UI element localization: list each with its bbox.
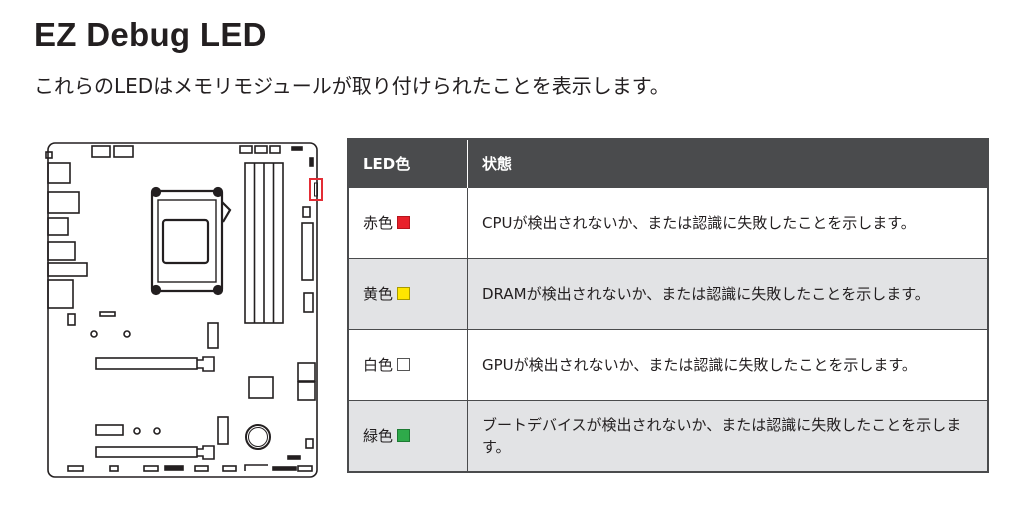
motherboard-diagram [45,142,323,478]
status-cell: GPUが検出されないか、または認識に失敗したことを示します。 [467,329,989,401]
page-subtitle: これらのLEDはメモリモジュールが取り付けられたことを表示します。 [34,74,670,98]
white-swatch-icon [397,358,411,371]
table-row: 白色 GPUが検出されないか、または認識に失敗したことを示します。 [347,329,989,401]
yellow-swatch-icon [397,287,411,300]
red-swatch-icon [397,216,411,229]
page-title: EZ Debug LED [34,16,267,53]
led-status-table: LED色 状態 赤色 CPUが検出されないか、または認識に失敗したことを示します… [347,138,989,473]
table-header-row: LED色 状態 [348,139,988,188]
table-row: 黄色 DRAMが検出されないか、または認識に失敗したことを示します。 [347,258,989,330]
led-color-cell: 黄色 [347,258,468,330]
bottom-headers [67,464,313,472]
status-cell: ブートデバイスが検出されないか、または認識に失敗したことを示します。 [467,400,989,473]
cpu-socket [150,186,232,296]
led-color-label: 緑色 [363,427,394,445]
status-cell: CPUが検出されないか、または認識に失敗したことを示します。 [467,187,989,259]
dimm-slots [244,162,284,324]
pcie-slot-1 [95,356,215,372]
cmos-battery [245,424,271,450]
board-outline [47,142,318,478]
table-row: 赤色 CPUが検出されないか、または認識に失敗したことを示します。 [347,187,989,259]
led-color-cell: 緑色 [347,400,468,473]
io-ports [45,151,88,309]
led-color-label: 白色 [363,356,394,374]
led-color-label: 赤色 [363,214,394,232]
header-led-color: LED色 [348,139,468,188]
pcie-slot-2 [95,445,215,460]
header-status: 状態 [467,139,988,188]
ez-debug-led-highlight [309,178,323,201]
table-row: 緑色 ブートデバイスが検出されないか、または認識に失敗したことを示します。 [347,400,989,473]
led-color-cell: 白色 [347,329,468,401]
status-cell: DRAMが検出されないか、または認識に失敗したことを示します。 [467,258,989,330]
green-swatch-icon [397,429,411,442]
led-color-cell: 赤色 [347,187,468,259]
led-color-label: 黄色 [363,285,394,303]
